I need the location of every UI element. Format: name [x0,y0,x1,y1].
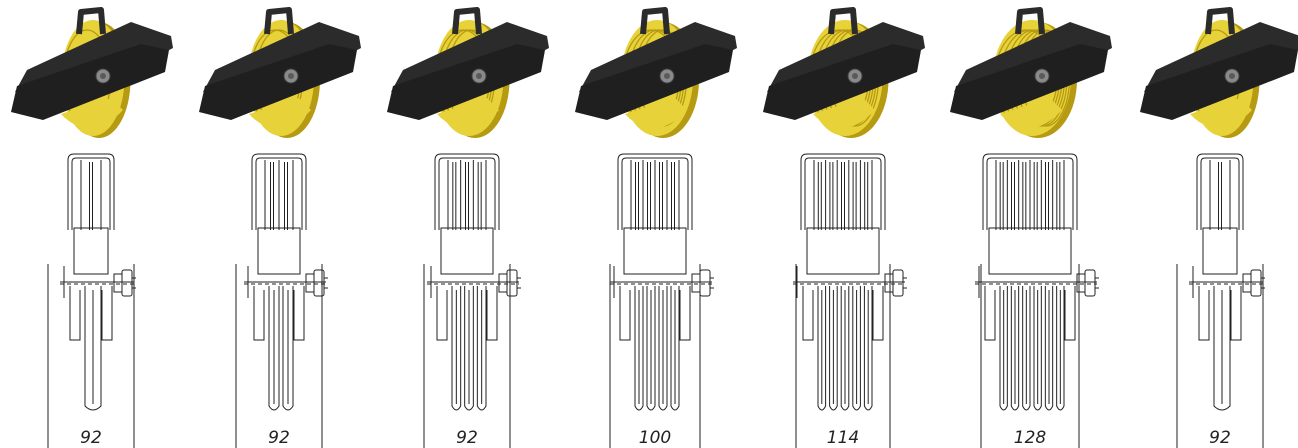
pulley-6: 128 [950,7,1112,448]
bracket-front-plate [387,44,545,120]
width-dimension-label: 114 [827,428,859,448]
pulley-side-view [235,153,328,448]
pulley-render [575,7,737,138]
pulley-1: 92 [11,7,173,448]
pulley-side-view [975,153,1099,448]
pulley-side-view [609,153,714,448]
pulley-render [763,7,925,138]
bracket-front-plate [763,44,921,120]
width-dimension-label: 92 [268,428,290,448]
bracket-front-plate [1140,44,1298,120]
pulley-4: 100 [575,7,737,448]
bracket-front-plate [199,44,357,120]
pulley-render [199,7,361,138]
bracket-front-plate [950,44,1108,120]
pulley-3: 92 [387,7,549,448]
pulley-side-view [47,153,136,448]
width-dimension-label: 128 [1014,428,1047,448]
pulley-side-view [793,153,907,448]
bracket-front-plate [11,44,169,120]
width-dimension-label: 92 [456,428,478,448]
width-dimension-label: 92 [80,428,102,448]
width-dimension-label: 92 [1209,428,1231,448]
pulley-5: 114 [763,7,925,448]
pulley-render [11,7,173,138]
pulley-7: 92 [1140,7,1298,448]
bracket-front-plate [575,44,733,120]
pulley-side-view [423,153,521,448]
pulley-side-view [1176,153,1265,448]
width-dimension-label: 100 [639,428,671,448]
pulley-render [1140,7,1298,138]
pulley-2: 92 [199,7,361,448]
pulley-render [950,7,1112,138]
pulley-render [387,7,549,138]
